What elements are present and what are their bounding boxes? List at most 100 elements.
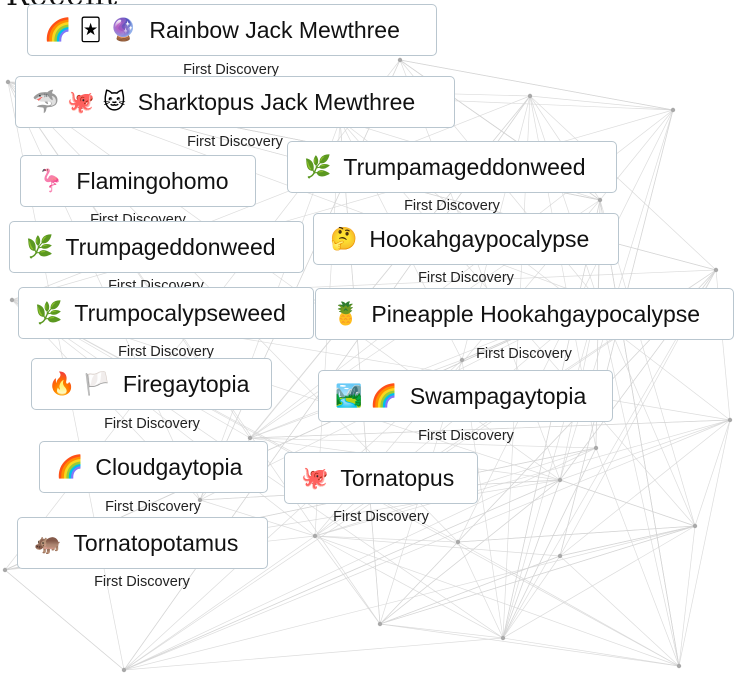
element-name: Hookahgaypocalypse	[369, 225, 590, 252]
element-emoji-group: 🐙	[301, 467, 328, 489]
element-emoji-icon: 🔮	[109, 17, 138, 42]
graph-edge	[559, 555, 680, 667]
graph-edge	[249, 419, 731, 439]
element-card-sharktopus-jack-mewthree[interactable]: 🦈🐙🐱Sharktopus Jack Mewthree	[15, 76, 455, 128]
element-name: Firegaytopia	[122, 370, 250, 397]
graph-node	[247, 435, 253, 441]
graph-edge	[4, 569, 125, 671]
element-emoji-group: 🌿	[26, 236, 53, 258]
element-card-flamingohomo[interactable]: 🦩 Flamingohomo	[20, 155, 256, 207]
graph-edge	[529, 95, 717, 271]
element-card-tornatopotamus[interactable]: 🦛Tornatopotamus	[17, 517, 268, 569]
graph-node	[527, 93, 533, 99]
element-emoji-group: 🦈🐙🐱	[32, 91, 126, 113]
element-emoji-icon: 🔥	[48, 371, 76, 396]
element-emoji-icon: 🦩	[37, 168, 65, 193]
graph-edge	[559, 419, 731, 481]
first-discovery-label: First Discovery	[187, 134, 283, 150]
graph-edge	[314, 535, 504, 639]
graph-edge	[678, 419, 731, 667]
graph-node	[670, 107, 676, 113]
element-emoji-group: 🌿	[35, 302, 62, 324]
graph-edge	[199, 59, 401, 501]
graph-edge	[314, 535, 680, 667]
element-card-tornatopus[interactable]: 🐙 Tornatopus	[284, 452, 478, 504]
graph-edge	[502, 637, 680, 667]
first-discovery-label: First Discovery	[118, 344, 214, 360]
graph-edge	[314, 535, 381, 625]
graph-node	[597, 197, 603, 203]
element-emoji-icon: 🏞️	[335, 383, 363, 408]
first-discovery-label: First Discovery	[183, 62, 279, 78]
graph-edge	[559, 479, 696, 527]
element-emoji-group: 🤔	[330, 228, 357, 250]
graph-edge	[379, 623, 680, 667]
graph-edge	[123, 447, 597, 671]
graph-node	[713, 267, 719, 273]
graph-edge	[559, 419, 731, 557]
first-discovery-label: First Discovery	[476, 346, 572, 362]
graph-node	[121, 667, 127, 673]
graph-edge	[379, 525, 696, 625]
graph-edge	[694, 419, 731, 527]
element-emoji-icon: 🌈	[370, 383, 398, 408]
element-emoji-icon: 🏳️	[83, 371, 111, 396]
element-card-trumpageddonweed[interactable]: 🌿Trumpageddonweed	[9, 221, 304, 273]
graph-edge	[379, 623, 504, 639]
graph-edge	[457, 541, 504, 639]
element-card-rainbow-jack-mewthree[interactable]: 🌈 🃏 🔮 Rainbow Jack Mewthree	[27, 4, 437, 56]
graph-edge	[529, 95, 599, 301]
element-emoji-icon: 🦈	[32, 89, 60, 114]
element-emoji-group: 🌈	[56, 456, 83, 478]
element-emoji-icon: 🐱	[102, 89, 126, 114]
graph-edge	[559, 525, 696, 557]
element-card-pineapple-hookahgaypocalypse[interactable]: 🍍 Pineapple Hookahgaypocalypse	[315, 288, 734, 340]
graph-node	[377, 621, 383, 627]
graph-edge	[597, 299, 680, 667]
element-emoji-group: 🦩	[37, 170, 64, 192]
element-card-trumpocalypseweed[interactable]: 🌿Trumpocalypseweed	[18, 287, 314, 339]
element-emoji-icon: 🦛	[34, 530, 62, 555]
graph-edge	[529, 95, 674, 111]
graph-edge	[379, 555, 561, 625]
element-card-cloudgaytopia[interactable]: 🌈Cloudgaytopia	[39, 441, 268, 493]
graph-node	[9, 297, 15, 303]
element-name: Rainbow Jack Mewthree	[149, 16, 400, 43]
element-name: Tornatopus	[340, 464, 455, 491]
element-card-firegaytopia[interactable]: 🔥 🏳️ Firegaytopia	[31, 358, 272, 410]
element-emoji-icon: 🍍	[332, 301, 360, 326]
graph-node	[5, 79, 11, 85]
graph-edge	[595, 447, 680, 667]
element-emoji-group: 🍍	[332, 303, 359, 325]
first-discovery-label: First Discovery	[105, 499, 201, 515]
first-discovery-label: First Discovery	[104, 416, 200, 432]
element-name: Swampagaytopia	[409, 382, 587, 409]
element-emoji-icon: 🌈	[44, 17, 72, 42]
graph-node	[397, 57, 403, 63]
graph-node	[312, 533, 318, 539]
element-emoji-icon: 🌈	[56, 454, 84, 479]
graph-edge	[249, 437, 597, 449]
graph-edge	[457, 541, 680, 667]
element-card-swampagaytopia[interactable]: 🏞️ 🌈 Swampagaytopia	[318, 370, 613, 422]
graph-edge	[502, 479, 561, 639]
element-emoji-group: 🏞️ 🌈	[335, 385, 398, 407]
graph-edge	[314, 419, 731, 537]
element-emoji-icon: 🤔	[330, 226, 358, 251]
element-emoji-icon: 🃏	[79, 17, 102, 42]
element-card-hookahgaypocalypse[interactable]: 🤔 Hookahgaypocalypse	[313, 213, 619, 265]
element-card-trumpamageddonweed[interactable]: 🌿Trumpamageddonweed	[287, 141, 617, 193]
graph-edge	[314, 535, 459, 543]
graph-node	[557, 477, 563, 483]
element-name: Pineapple Hookahgaypocalypse	[371, 300, 701, 327]
element-emoji-group: 🦛	[34, 532, 61, 554]
graph-edge	[502, 299, 599, 639]
graph-node	[459, 357, 465, 363]
element-emoji-icon: 🐙	[301, 465, 329, 490]
element-emoji-icon: 🌿	[304, 154, 332, 179]
first-discovery-label: First Discovery	[94, 574, 190, 590]
element-name: Flamingohomo	[76, 167, 229, 194]
graph-node	[676, 663, 682, 669]
graph-edge	[123, 479, 561, 671]
